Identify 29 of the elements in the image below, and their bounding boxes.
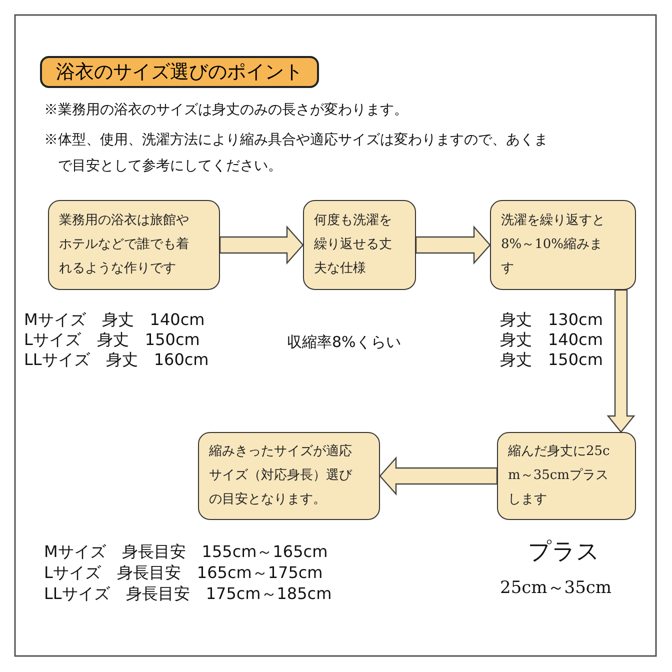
note-text: ※体型、使用、洗濯方法により縮み具合や適応サイズは変わりますので、あくまで目安として参考にしてください。 <box>44 131 548 176</box>
plus-amount-text: 25cm～35cm <box>500 577 612 600</box>
length-spec: 身丈 140cm <box>500 329 603 351</box>
box-text: 縮んだ身丈に25cm～35cmプラスします <box>508 443 611 509</box>
box-text: 洗濯を繰り返すと8%～10%縮みます <box>501 212 605 278</box>
block-arrow <box>219 225 304 265</box>
height-guide: Mサイズ 身長目安 155cm～165cm <box>44 541 328 563</box>
height-guide: LLサイズ 身長目安 175cm～185cm <box>44 583 332 605</box>
note-text: ※業務用の浴衣のサイズは身丈のみの長さが変わります。 <box>44 101 408 120</box>
size-spec: LLサイズ 身丈 160cm <box>24 349 209 371</box>
size-spec: Mサイズ 身丈 140cm <box>24 309 205 331</box>
process-box <box>490 200 636 290</box>
length-spec: 身丈 130cm <box>500 309 603 331</box>
plus-text: プラス <box>528 540 600 564</box>
block-arrow <box>606 289 636 433</box>
process-box <box>198 432 380 520</box>
process-box <box>48 200 220 290</box>
size-spec: Lサイズ 身丈 150cm <box>24 329 200 351</box>
length-spec: 身丈 150cm <box>500 349 603 371</box>
title-banner: 浴衣のサイズ選びのポイント <box>40 56 319 88</box>
shrink-rate-text: 収縮率8%くらい <box>287 332 401 353</box>
box-text: 縮みきったサイズが適応サイズ（対応身長）選びの目安となります。 <box>209 443 352 509</box>
height-guide: Lサイズ 身長目安 165cm～175cm <box>44 562 323 584</box>
process-box <box>497 432 636 520</box>
process-box <box>303 200 416 290</box>
box-text: 何度も洗濯を繰り返せる丈夫な仕様 <box>314 212 392 278</box>
box-text: 業務用の浴衣は旅館やホテルなどで誰でも着れるような作りです <box>59 212 189 278</box>
block-arrow <box>379 456 498 496</box>
block-arrow <box>415 225 491 265</box>
